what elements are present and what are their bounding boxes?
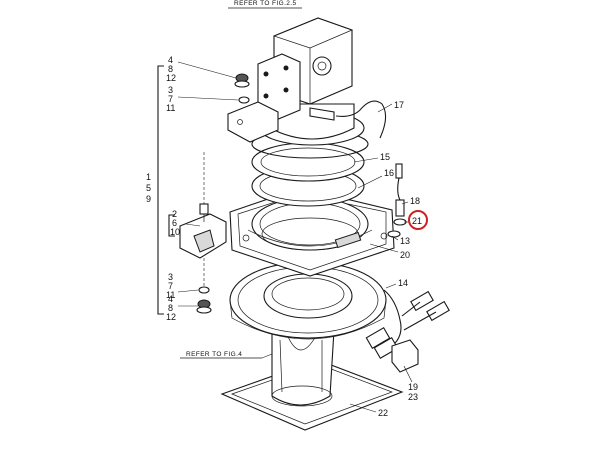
label-12b: 12 — [166, 312, 176, 322]
label-12a: 12 — [166, 73, 176, 83]
label-11b: 11 — [166, 290, 175, 300]
fasteners-lower — [196, 286, 212, 314]
label-17: 17 — [394, 100, 404, 110]
gasket-rings — [251, 129, 369, 207]
harness-assembly — [365, 289, 450, 373]
label-11a: 11 — [166, 103, 175, 113]
reference-top-group: REFER TO FIG.2.5 — [228, 0, 302, 9]
fasteners-upper — [234, 73, 250, 104]
label-3a: 3 — [168, 85, 173, 95]
reference-left-group: REFER TO FIG.4 — [180, 349, 283, 359]
label-1: 1 — [146, 172, 151, 182]
label-21: 21 — [412, 216, 422, 226]
label-3b: 3 — [168, 272, 173, 282]
label-22: 22 — [378, 408, 388, 418]
label-19: 19 — [408, 382, 418, 392]
label-16: 16 — [384, 168, 394, 178]
reference-left: REFER TO FIG.4 — [186, 351, 242, 358]
middle-flange — [229, 187, 395, 277]
upper-bracket — [227, 101, 279, 143]
upper-housing — [257, 17, 365, 146]
duct-neck — [271, 329, 335, 407]
reference-top: REFER TO FIG.2.5 — [234, 0, 297, 7]
label-14: 14 — [398, 278, 408, 288]
label-18: 18 — [410, 196, 420, 206]
label-9: 9 — [146, 194, 151, 204]
label-7a: 7 — [168, 94, 173, 104]
left-damper — [179, 203, 227, 259]
label-6: 6 — [172, 218, 177, 228]
label-4a: 4 — [168, 55, 173, 65]
cable-17 — [335, 100, 387, 139]
label-2: 2 — [172, 209, 177, 219]
label-7b: 7 — [168, 281, 173, 291]
part-labels: 1 5 9 4 8 12 3 7 11 2 6 10 3 7 11 4 8 12… — [146, 55, 422, 418]
label-5: 5 — [146, 183, 151, 193]
label-4b: 4 — [168, 294, 173, 304]
label-23: 23 — [408, 392, 418, 402]
label-10: 10 — [170, 227, 180, 237]
label-15: 15 — [380, 152, 390, 162]
leader-lines — [349, 103, 413, 413]
sensor-assembly — [387, 163, 407, 238]
highlight-circle — [408, 210, 428, 230]
label-8b: 8 — [168, 303, 173, 313]
label-8a: 8 — [168, 64, 173, 74]
label-20: 20 — [400, 250, 410, 260]
group-brackets — [157, 61, 239, 315]
label-13: 13 — [400, 236, 410, 246]
